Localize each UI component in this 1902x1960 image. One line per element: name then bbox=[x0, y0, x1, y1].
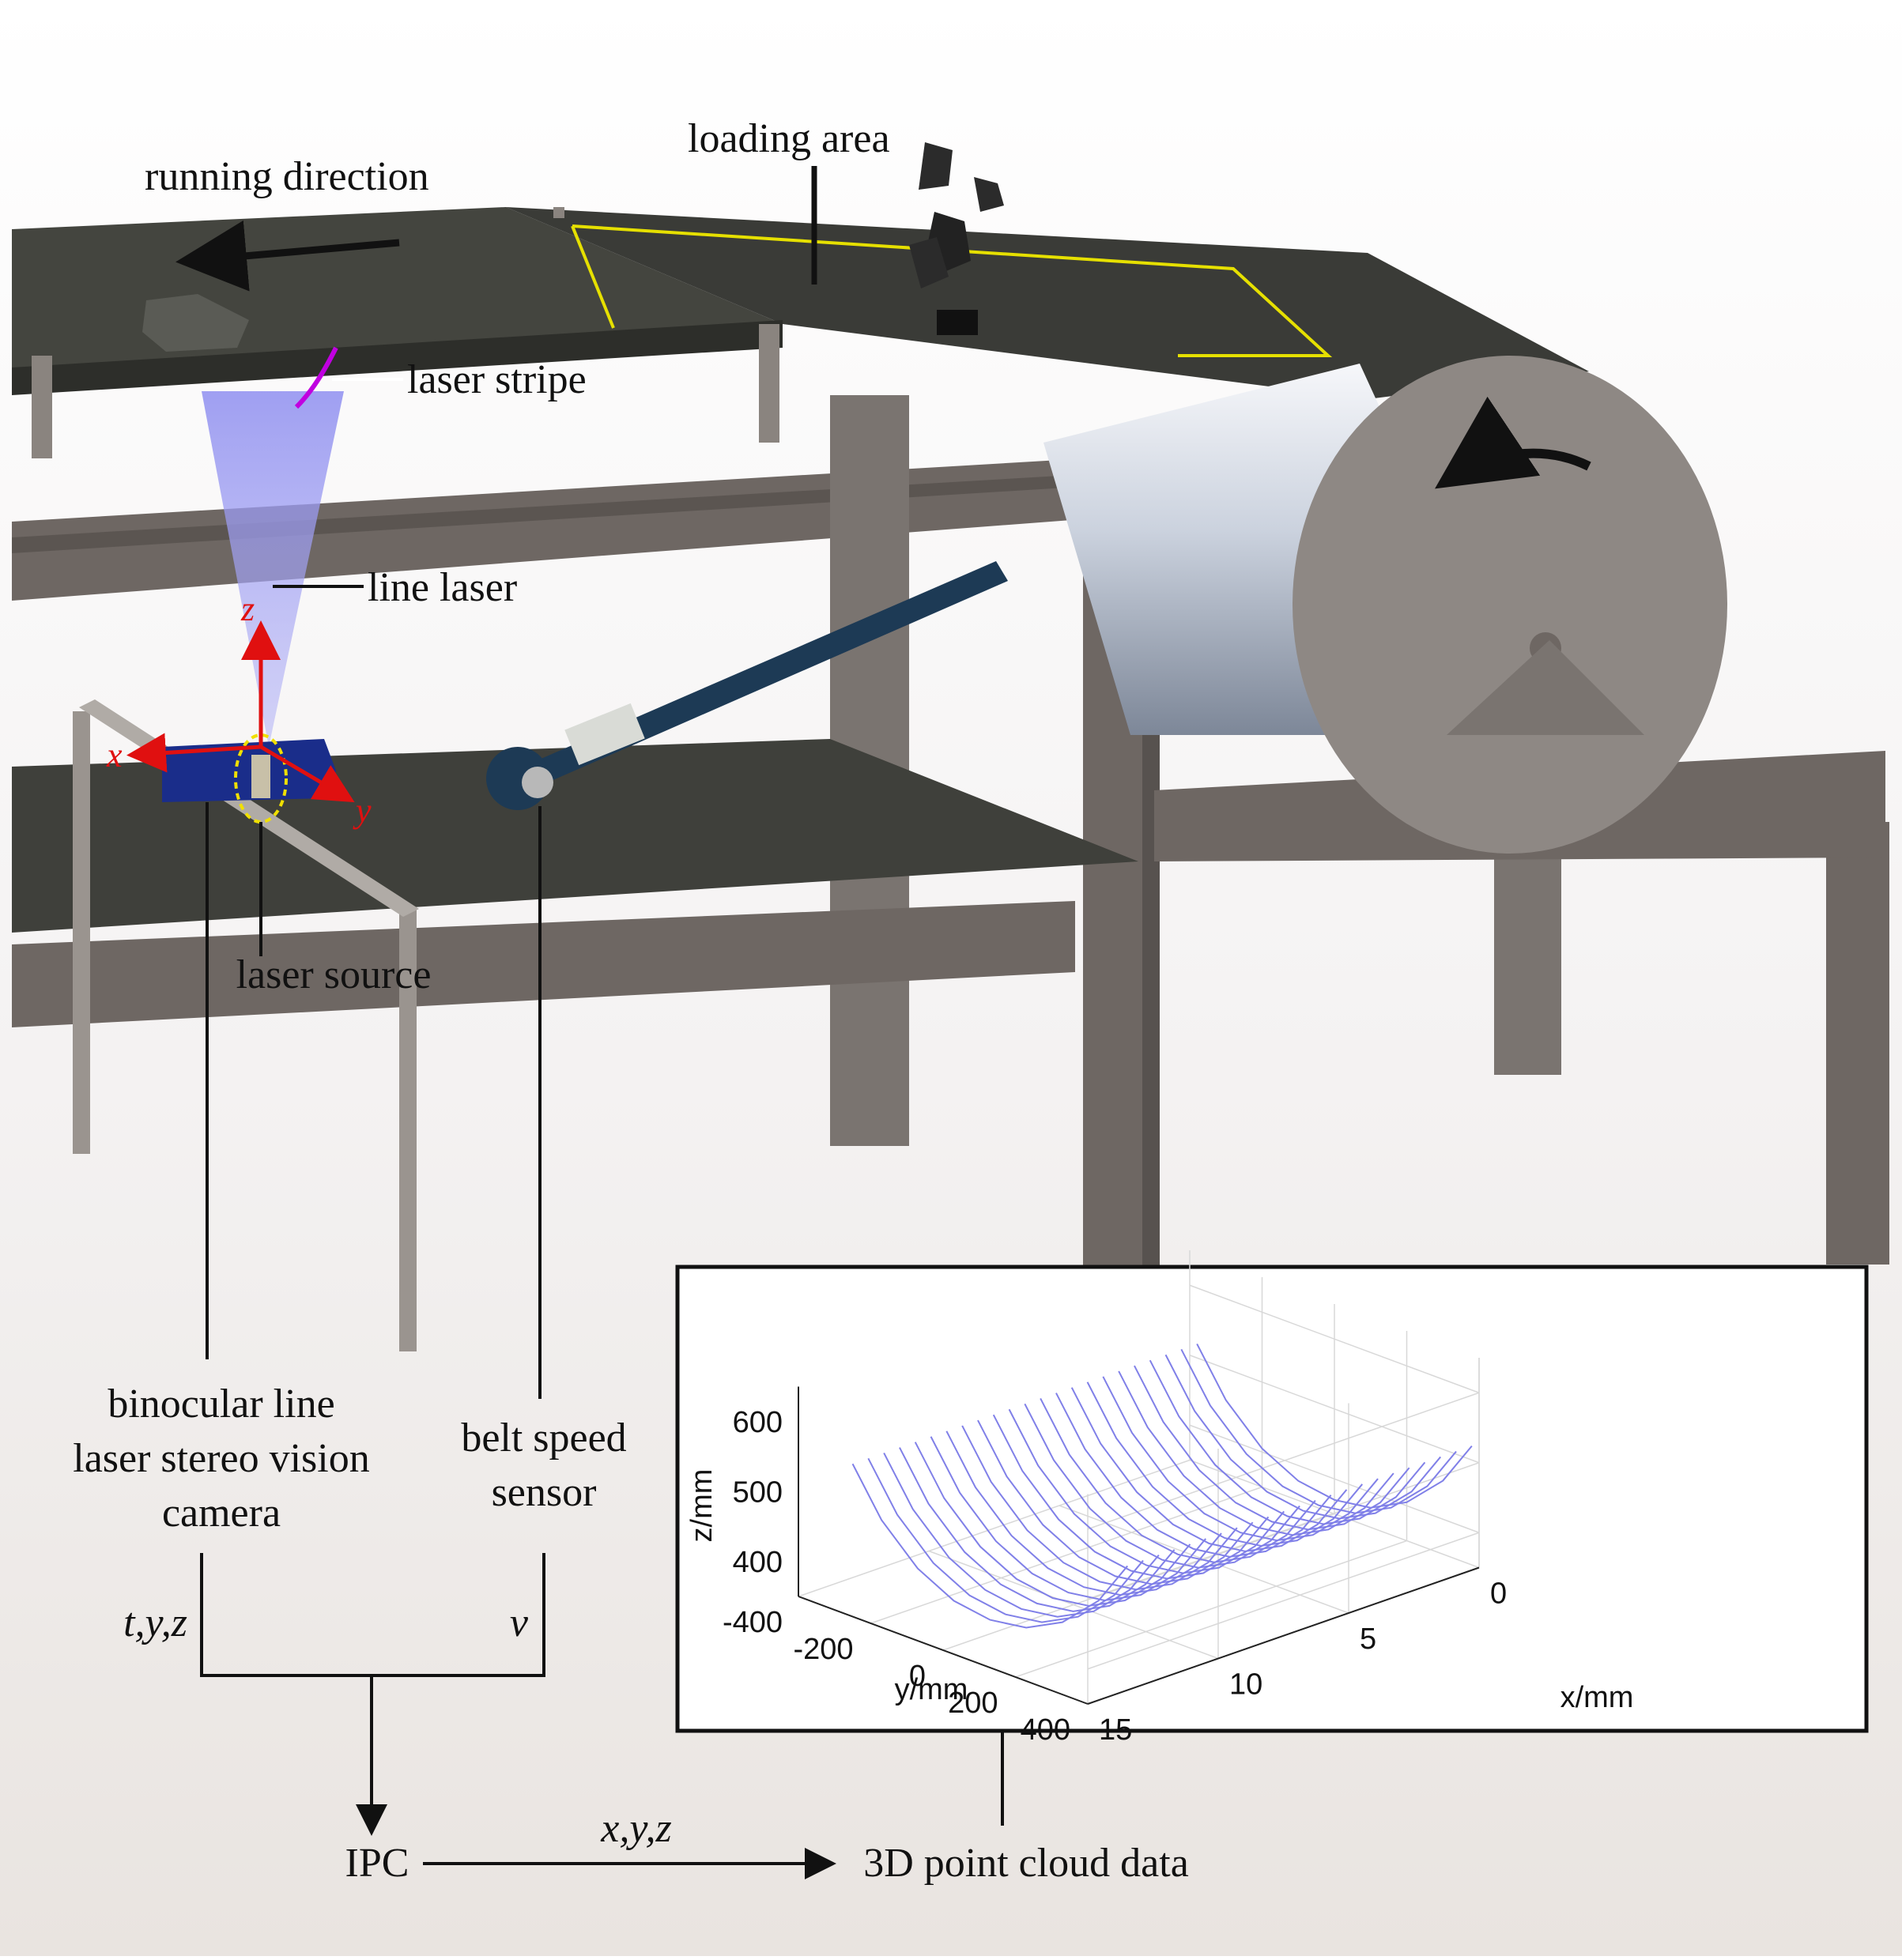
point-cloud-profile bbox=[867, 1457, 1144, 1623]
camera-label-line-2: laser stereo vision bbox=[73, 1436, 369, 1481]
running-direction-label: running direction bbox=[145, 154, 429, 199]
idler-post bbox=[759, 324, 779, 443]
speed-sensor-housing bbox=[564, 703, 645, 766]
idler-post bbox=[32, 356, 52, 458]
grid-line bbox=[1087, 1532, 1480, 1670]
point-cloud-profile bbox=[899, 1447, 1176, 1612]
sensor-output-label: v bbox=[510, 1600, 529, 1645]
point-cloud-profile bbox=[1196, 1343, 1473, 1509]
camera-body bbox=[162, 739, 336, 802]
point-cloud-profile bbox=[1024, 1403, 1300, 1569]
ipc-label: IPC bbox=[345, 1841, 409, 1886]
point-cloud-profile bbox=[914, 1442, 1191, 1607]
grid-line bbox=[798, 1459, 1191, 1597]
line-laser-label: line laser bbox=[368, 565, 517, 610]
x-tick-label: 5 bbox=[1360, 1623, 1376, 1656]
point-cloud-profile bbox=[1070, 1387, 1348, 1552]
camera-stand-leg bbox=[73, 711, 90, 1154]
laser-source-label: laser source bbox=[236, 952, 432, 997]
point-cloud-profile bbox=[961, 1425, 1238, 1591]
upper-belt-right-section bbox=[506, 207, 1589, 399]
point-cloud-profile bbox=[851, 1463, 1129, 1629]
y-tick-label: 400 bbox=[1021, 1713, 1070, 1747]
point-cloud-profile bbox=[992, 1414, 1270, 1580]
loading-area-outline-edge bbox=[571, 225, 615, 329]
x-tick-label: 0 bbox=[1490, 1577, 1507, 1611]
loading-area-label: loading area bbox=[688, 116, 890, 161]
point-cloud-profile bbox=[1008, 1408, 1285, 1574]
x-axis-title: x/mm bbox=[1560, 1681, 1634, 1714]
y-tick-label: -400 bbox=[723, 1606, 783, 1639]
point-cloud-profile bbox=[883, 1452, 1160, 1618]
camera-label-line-1: binocular line bbox=[108, 1381, 334, 1427]
line-laser-fan bbox=[202, 391, 344, 747]
camera-stand-leg bbox=[399, 909, 417, 1351]
ore-on-belt bbox=[142, 294, 249, 352]
point-cloud-profile bbox=[1164, 1354, 1442, 1520]
y-tick-label: 0 bbox=[909, 1660, 926, 1693]
grid-line bbox=[870, 1486, 1262, 1624]
z-axis-title: z/mm bbox=[685, 1469, 719, 1543]
grid-line bbox=[1015, 1540, 1407, 1678]
point-cloud-profile bbox=[1086, 1381, 1364, 1547]
x-tick-label: 15 bbox=[1099, 1713, 1132, 1747]
drum-end-face bbox=[1293, 356, 1727, 854]
laser-stripe bbox=[294, 346, 338, 409]
point-cloud-profile bbox=[1134, 1365, 1410, 1531]
ore-piece bbox=[909, 237, 949, 288]
lower-crossbeam bbox=[12, 901, 1075, 1027]
point-cloud-profile bbox=[1180, 1348, 1457, 1514]
drum-rotation-arrow bbox=[1435, 396, 1591, 489]
y-axis-line bbox=[798, 1596, 1089, 1705]
point-cloud-label: 3D point cloud data bbox=[863, 1841, 1189, 1886]
y-tick-label: 200 bbox=[948, 1687, 998, 1720]
speed-sensor-label-line-2: sensor bbox=[492, 1470, 597, 1515]
speed-sensor-label-line-1: belt speed bbox=[461, 1415, 626, 1461]
running-direction-arrow bbox=[175, 220, 400, 292]
y-axis-label: y bbox=[353, 791, 372, 830]
ore-piece bbox=[919, 142, 953, 190]
y-axis-arrow bbox=[259, 744, 355, 803]
point-cloud-plot-frame bbox=[675, 1265, 1869, 1733]
ipc-output-label: x,y,z bbox=[600, 1806, 672, 1851]
upper-belt-edge bbox=[12, 320, 783, 395]
point-cloud-profile bbox=[977, 1419, 1254, 1585]
frame-leg-far-right bbox=[1826, 822, 1889, 1265]
drum-bearing-support bbox=[1447, 640, 1644, 735]
ore-piece bbox=[937, 310, 978, 335]
x-axis-label: x bbox=[106, 736, 123, 775]
y-tick-label: -200 bbox=[793, 1633, 853, 1666]
x-axis-line bbox=[1087, 1566, 1480, 1705]
ore-piece bbox=[974, 177, 1004, 212]
x-tick-label: 10 bbox=[1229, 1668, 1262, 1702]
camera-label-line-3: camera bbox=[162, 1491, 281, 1536]
point-cloud-profile bbox=[945, 1430, 1222, 1596]
z-tick-label: 600 bbox=[733, 1406, 783, 1439]
point-cloud-plot: 400 500 600 -400 -200 0 200 400 0 5 10 15 z/mm y/mm x/… bbox=[685, 1250, 1633, 1747]
z-tick-label: 400 bbox=[733, 1546, 783, 1579]
point-cloud-profile bbox=[1118, 1370, 1394, 1536]
laser-stripe-label: laser stripe bbox=[407, 357, 587, 402]
camera-output-label: t,y,z bbox=[123, 1600, 187, 1645]
y-axis-title: y/mm bbox=[895, 1673, 968, 1706]
loading-area-outline bbox=[572, 224, 1333, 357]
z-axis-label: z bbox=[240, 590, 255, 628]
point-cloud-profile bbox=[1149, 1359, 1426, 1525]
frame-leg-right bbox=[1494, 822, 1561, 1075]
idler-bracket bbox=[553, 207, 564, 218]
x-axis-arrow bbox=[126, 733, 262, 773]
point-cloud-profile bbox=[1040, 1397, 1316, 1563]
laser-source-highlight bbox=[234, 733, 288, 824]
point-cloud-profile bbox=[1102, 1376, 1379, 1542]
z-tick-label: 500 bbox=[733, 1476, 783, 1509]
laser-source bbox=[251, 755, 270, 798]
speed-sensor-hub bbox=[522, 767, 553, 798]
point-cloud-profile bbox=[1055, 1393, 1332, 1558]
point-cloud-profile bbox=[930, 1436, 1207, 1602]
